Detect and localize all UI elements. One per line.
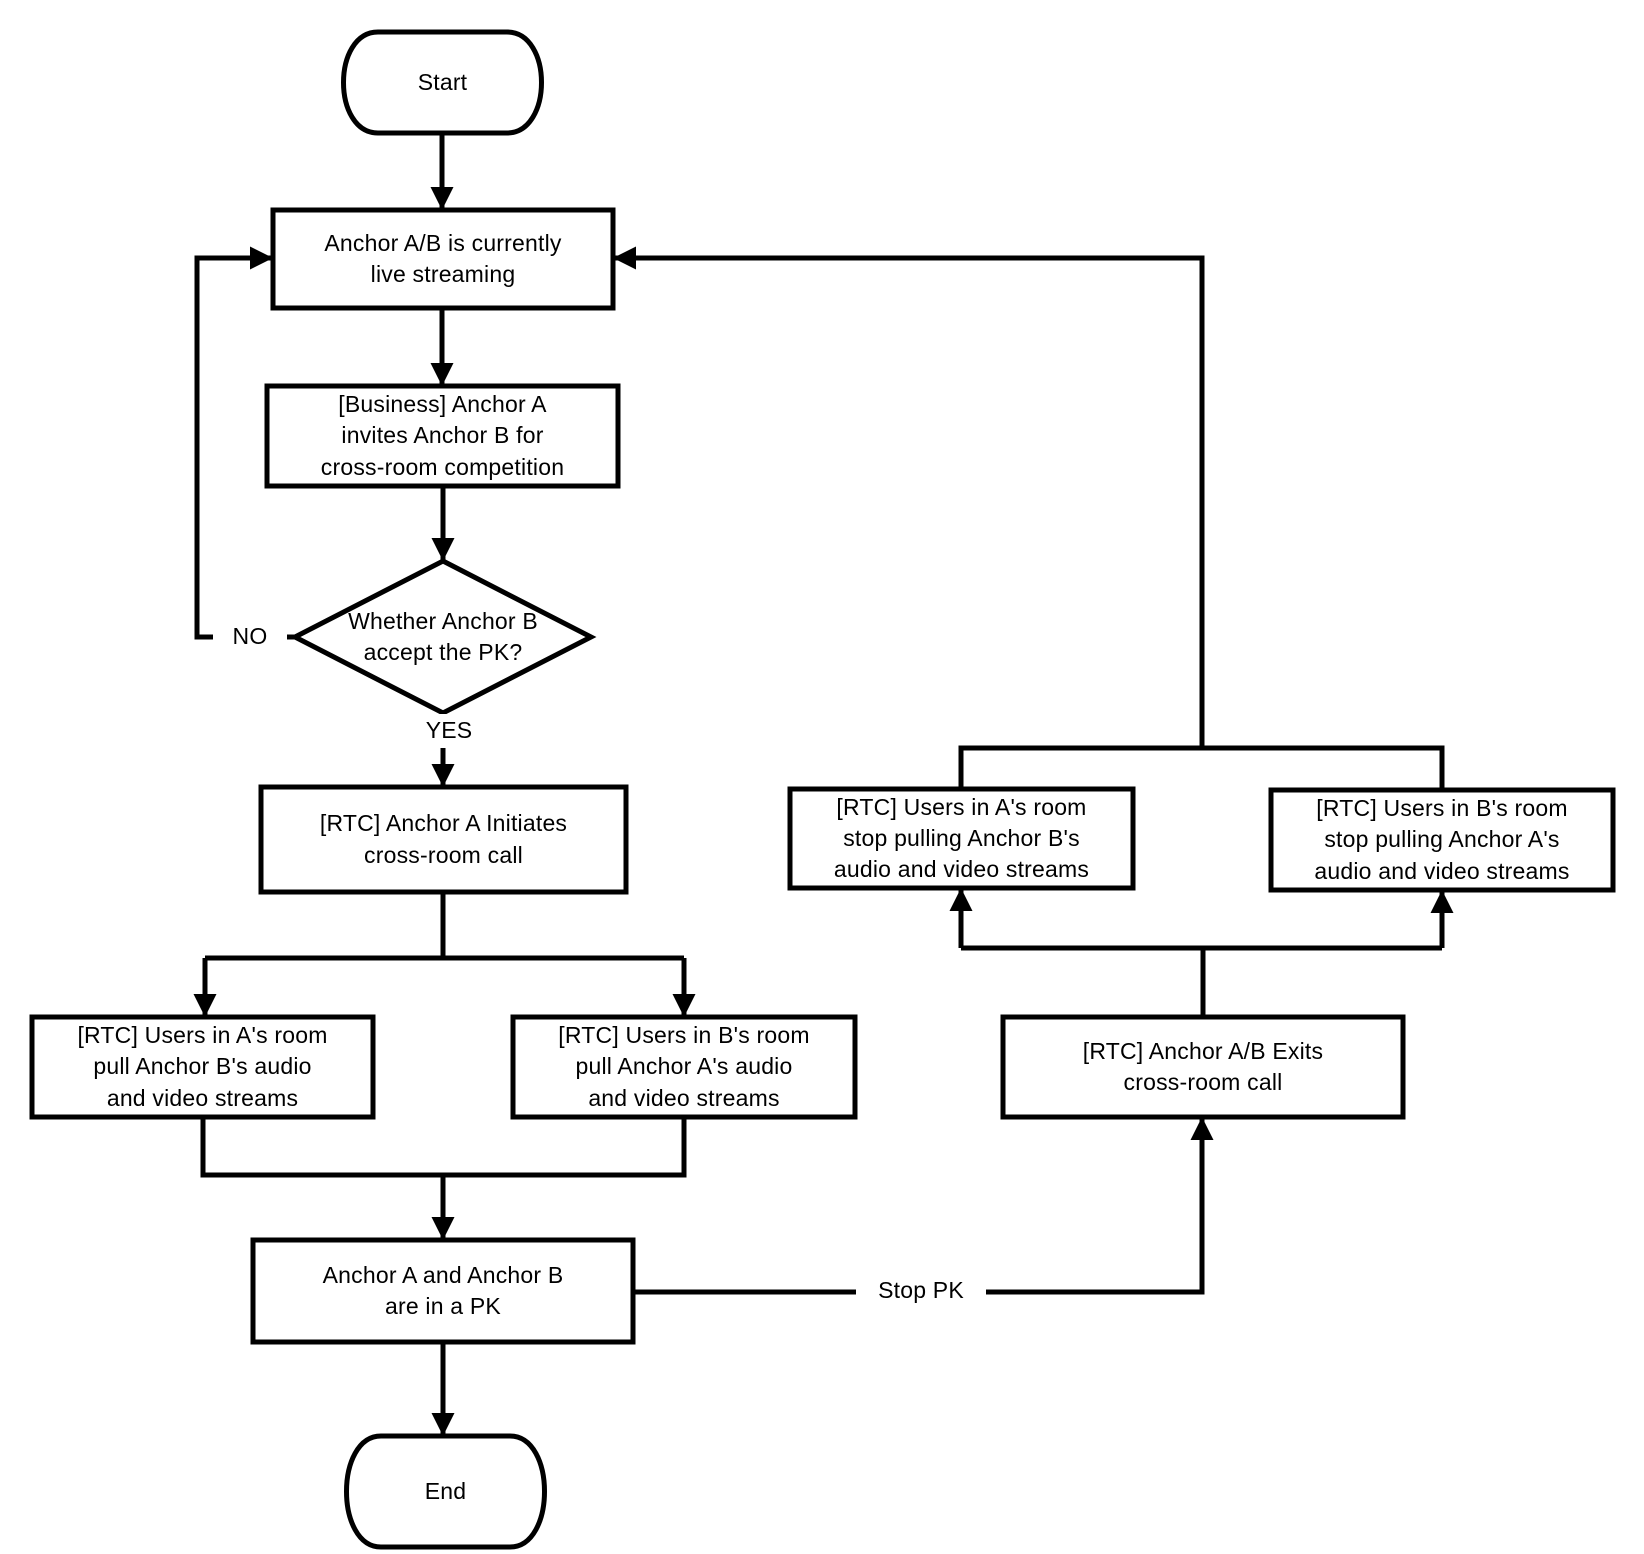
node-end-label: End xyxy=(424,1477,467,1504)
node-pk-label: Anchor A and Anchor B are in a PK xyxy=(322,1261,564,1319)
node-initiate-label: [RTC] Anchor A Initiates cross-room call xyxy=(319,810,568,868)
edge-return-to-live xyxy=(613,246,1205,748)
edge-stop-pk-to-exit xyxy=(633,1117,1214,1295)
edge-initiate-split-bar xyxy=(205,892,684,961)
node-pull-b-label: [RTC] Users in B's room pull Anchor A's … xyxy=(558,1022,810,1111)
edge-pull-merge-bar xyxy=(200,1117,687,1178)
node-end-shape xyxy=(344,1433,547,1550)
edge-exit-split-bar xyxy=(961,945,1442,1017)
node-initiate-shape xyxy=(258,784,629,895)
node-start-label: Start xyxy=(417,68,468,95)
node-live-label: Anchor A/B is currently live streaming xyxy=(324,229,562,287)
node-exit-label: [RTC] Anchor A/B Exits cross-room call xyxy=(1082,1037,1324,1095)
node-stop-pull-b-label: [RTC] Users in B's room stop pulling Anc… xyxy=(1314,795,1570,884)
edge-label-no: NO xyxy=(213,620,287,654)
node-decision-shape xyxy=(289,558,597,716)
node-pull-a-label: [RTC] Users in A's room pull Anchor B's … xyxy=(77,1022,328,1111)
node-pk-shape xyxy=(250,1237,636,1345)
node-start-shape xyxy=(341,29,544,136)
node-stop-pull-a-shape xyxy=(787,786,1136,891)
node-business-shape xyxy=(264,383,621,489)
node-stop-pull-a-label: [RTC] Users in A's room stop pulling Anc… xyxy=(833,793,1090,883)
edge-stop-merge-bar xyxy=(958,745,1445,790)
node-stop-pull-b-shape xyxy=(1268,787,1616,893)
node-decision-label: Whether Anchor B accept the PK? xyxy=(348,607,538,665)
node-business-label: [Business] Anchor A invites Anchor B for… xyxy=(320,391,565,480)
node-pull-a-shape xyxy=(29,1014,376,1120)
node-pull-b-shape xyxy=(510,1014,858,1120)
edge-label-stop-pk: Stop PK xyxy=(856,1274,986,1308)
node-live-shape xyxy=(270,207,616,311)
edge-label-yes: YES xyxy=(404,714,494,748)
node-exit-shape xyxy=(1000,1014,1406,1120)
